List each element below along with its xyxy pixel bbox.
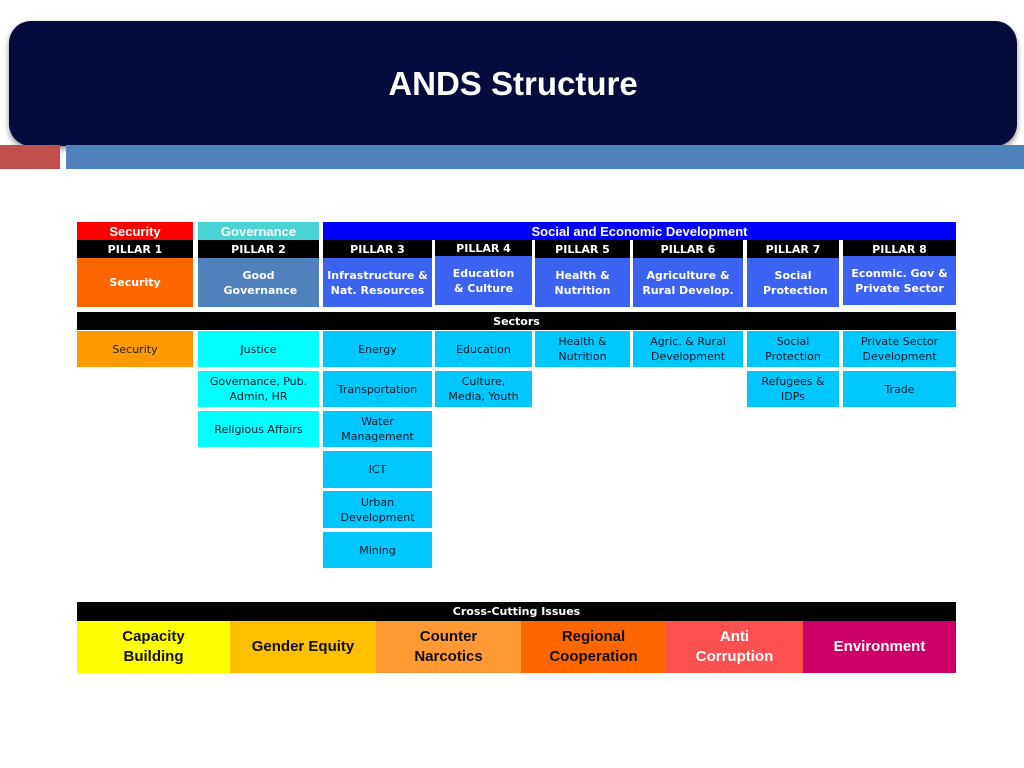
sector-religious-affairs-label: Religious Affairs [214, 422, 303, 436]
pillar-1-label: PILLAR 1 [77, 240, 193, 258]
sector-refugees-idps: Refugees & IDPs [747, 371, 839, 407]
category-governance: Governance [198, 222, 319, 240]
sector-transportation-label: Transportation [337, 382, 418, 396]
cc-regional-cooperation-label: Regional Cooperation [549, 628, 638, 665]
sector-urban-development: Urban Development [323, 491, 432, 528]
sector-water-management-label: Water Management [341, 415, 414, 443]
sector-ict-label: ICT [368, 463, 387, 476]
pillar-2-name: Good Governance [198, 258, 319, 307]
pillar-2-label: PILLAR 2 [198, 240, 319, 258]
sector-energy: Energy [323, 331, 432, 367]
sector-social-protection: Social Protection [747, 331, 839, 367]
pillar-5-label-text: PILLAR 5 [555, 242, 610, 256]
pillar-8-label-text: PILLAR 8 [872, 242, 927, 256]
sector-refugees-idps-label: Refugees & IDPs [761, 375, 825, 403]
pillar-1-label-text: PILLAR 1 [107, 242, 163, 256]
title-bar: ANDS Structure [9, 21, 1017, 146]
pillar-7-label: PILLAR 7 [747, 240, 839, 258]
pillar-6-name: Agriculture & Rural Develop. [633, 258, 743, 307]
pillar-4-label: PILLAR 4 [435, 240, 532, 256]
cc-capacity-building-label: Capacity Building [122, 628, 185, 665]
cc-anti-corruption-label: Anti Corruption [695, 628, 774, 665]
sector-private-sector-development-label: Private Sector Development [860, 335, 939, 363]
pillar-7-name-text: Social Protection [763, 268, 828, 297]
sector-transportation: Transportation [323, 371, 432, 407]
sector-religious-affairs: Religious Affairs [198, 411, 319, 447]
cross-cutting-header: Cross-Cutting Issues [77, 602, 956, 621]
pillar-4-name-text: Education & Culture [452, 266, 515, 295]
pillar-1-name: Security [77, 258, 193, 307]
category-security-label: Security [109, 223, 161, 239]
sector-justice: Justice [198, 331, 319, 367]
sector-security-label: Security [112, 342, 158, 356]
pillar-7-label-text: PILLAR 7 [765, 242, 821, 256]
pillar-2-label-text: PILLAR 2 [231, 242, 286, 256]
sector-water-management: Water Management [323, 411, 432, 447]
sector-justice-label: Justice [240, 342, 277, 356]
sector-private-sector-development: Private Sector Development [843, 331, 956, 367]
sector-agric-rural-label: Agric. & Rural Development [650, 335, 726, 363]
sector-energy-label: Energy [358, 342, 397, 356]
pillar-8-label: PILLAR 8 [843, 240, 956, 258]
pillar-8-name: Econmic. Gov & Private Sector [843, 256, 956, 305]
pillar-3-name-text: Infrastructure & Nat. Resources [327, 268, 428, 297]
pillar-5-name: Health & Nutrition [535, 258, 630, 307]
sector-urban-development-label: Urban Development [340, 495, 415, 524]
pillar-8-name-text: Econmic. Gov & Private Sector [851, 266, 948, 295]
sector-culture-media-youth: Culture, Media, Youth [435, 371, 532, 407]
sector-trade: Trade [843, 371, 956, 407]
sector-education: Education [435, 331, 532, 367]
pillar-6-label-text: PILLAR 6 [660, 242, 716, 256]
category-social-economic-label: Social and Economic Development [531, 223, 748, 239]
pillar-4-name: Education & Culture [435, 256, 532, 305]
cc-counter-narcotics: Counter Narcotics [376, 621, 521, 673]
sector-health-nutrition-label: Health & Nutrition [558, 335, 607, 363]
pillar-3-name: Infrastructure & Nat. Resources [323, 258, 432, 307]
sector-education-label: Education [456, 342, 511, 356]
accent-bar-red [0, 145, 60, 169]
cc-environment-label: Environment [833, 638, 926, 655]
cc-counter-narcotics-label: Counter Narcotics [414, 628, 483, 665]
sectors-header: Sectors [77, 312, 956, 330]
cc-anti-corruption: Anti Corruption [666, 621, 803, 673]
pillar-1-name-text: Security [109, 276, 161, 289]
cc-regional-cooperation: Regional Cooperation [521, 621, 666, 673]
category-social-economic: Social and Economic Development [323, 222, 956, 240]
sector-governance-admin: Governance, Pub. Admin, HR [198, 371, 319, 407]
sector-trade-label: Trade [884, 382, 915, 396]
accent-bar-blue [66, 145, 1024, 169]
cc-gender-equity-label: Gender Equity [251, 638, 355, 655]
sector-security: Security [77, 331, 193, 367]
category-security: Security [77, 222, 193, 240]
sector-ict: ICT [323, 451, 432, 488]
sector-health-nutrition: Health & Nutrition [535, 331, 630, 367]
pillar-5-name-text: Health & Nutrition [554, 268, 611, 297]
sector-social-protection-label: Social Protection [765, 335, 821, 363]
pillar-6-label: PILLAR 6 [633, 240, 743, 258]
pillar-2-name-text: Good Governance [223, 268, 298, 297]
pillar-3-label-text: PILLAR 3 [350, 242, 405, 256]
slide-title: ANDS Structure [388, 64, 638, 102]
cc-environment: Environment [803, 621, 956, 673]
category-governance-label: Governance [220, 223, 297, 239]
sector-mining: Mining [323, 532, 432, 568]
cc-capacity-building: Capacity Building [77, 621, 230, 673]
pillar-6-name-text: Agriculture & Rural Develop. [642, 268, 734, 297]
cross-cutting-header-label: Cross-Cutting Issues [452, 605, 581, 618]
pillar-5-label: PILLAR 5 [535, 240, 630, 258]
pillar-3-label: PILLAR 3 [323, 240, 432, 258]
sector-mining-label: Mining [359, 543, 396, 557]
sector-agric-rural: Agric. & Rural Development [633, 331, 743, 367]
pillar-4-label-text: PILLAR 4 [456, 241, 511, 255]
sector-culture-media-youth-label: Culture, Media, Youth [448, 375, 519, 403]
cc-gender-equity: Gender Equity [230, 621, 376, 673]
sectors-header-label: Sectors [493, 314, 540, 328]
sector-governance-admin-label: Governance, Pub. Admin, HR [209, 375, 308, 403]
pillar-7-name: Social Protection [747, 258, 839, 307]
